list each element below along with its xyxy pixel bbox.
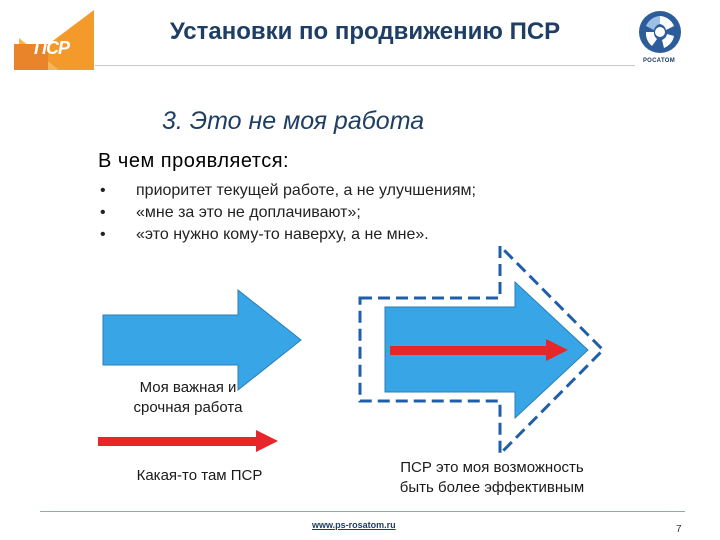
bullet-text: «это нужно кому-то наверху, а не мне». — [136, 226, 429, 243]
red-arrow-caption: Какая-то там ПСР — [136, 467, 263, 484]
section-heading: В чем проявляется: — [98, 150, 290, 172]
left-arrow-caption: Моя важная и срочная работа — [108, 378, 268, 418]
red-arrow-small — [98, 430, 278, 452]
rosatom-logo-icon — [639, 11, 681, 53]
bullet-text: «мне за это не доплачивают»; — [136, 204, 361, 221]
bullet-marker: • — [100, 226, 106, 243]
bullet-item: • «это нужно кому-то наверху, а не мне». — [100, 224, 476, 246]
bullet-item: • приоритет текущей работе, а не улучшен… — [100, 180, 476, 202]
footer-divider — [40, 511, 685, 512]
rosatom-logo-text: РОСАТОМ — [642, 58, 676, 64]
caption-line: Моя важная и — [139, 379, 237, 396]
caption-line: быть более эффективным — [399, 479, 585, 496]
caption-line: ПСР это моя возможность — [400, 459, 584, 476]
bullet-list: • приоритет текущей работе, а не улучшен… — [100, 180, 476, 246]
bullet-marker: • — [100, 204, 106, 221]
caption-line: срочная работа — [133, 399, 243, 416]
bullet-marker: • — [100, 182, 106, 199]
psr-logo — [14, 10, 94, 70]
footer-website-link[interactable]: www.ps-rosatom.ru — [312, 520, 396, 530]
page-number: 7 — [676, 524, 682, 535]
psr-logo-text: ПСР — [34, 38, 70, 58]
bullet-item: • «мне за это не доплачивают»; — [100, 202, 476, 224]
slide-subtitle: 3. Это не моя работа — [162, 107, 425, 135]
left-blue-arrow — [102, 288, 302, 392]
right-arrow-caption: ПСР это моя возможность быть более эффек… — [372, 458, 612, 498]
header-divider — [95, 65, 635, 66]
bullet-text: приоритет текущей работе, а не улучшения… — [136, 182, 476, 199]
dashed-outline-arrow — [358, 242, 606, 458]
red-arrow-large — [390, 339, 568, 361]
page-title: Установки по продвижению ПСР — [169, 18, 561, 45]
